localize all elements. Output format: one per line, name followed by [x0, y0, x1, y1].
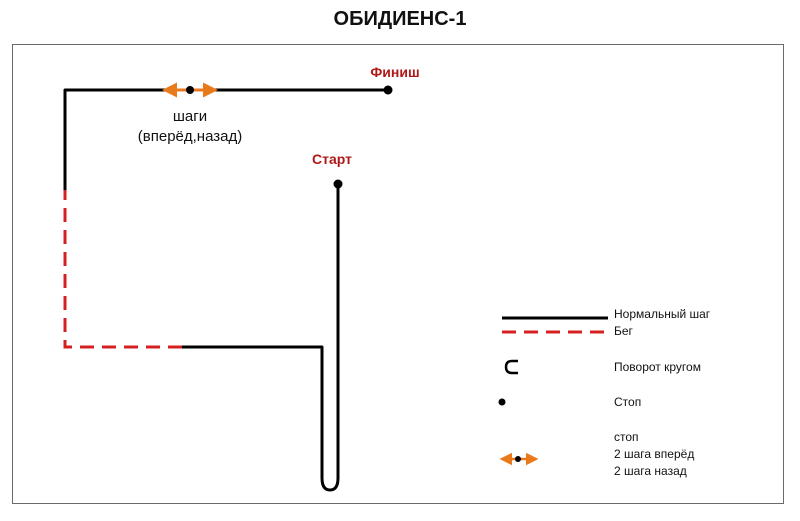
- legend-steps-line1: стоп: [614, 430, 639, 444]
- legend: Нормальный шаг Бег Поворот кругом Стоп с…: [498, 307, 711, 478]
- steps-marker: [162, 82, 218, 98]
- legend-stop-dot: [498, 398, 506, 406]
- start-point: [333, 179, 343, 189]
- course-path: [63, 88, 388, 492]
- path-walk-to-finish: [63, 88, 388, 190]
- steps-label-line1: шаги: [173, 108, 207, 125]
- diagram-frame: [12, 44, 784, 504]
- legend-normal-walk-label: Нормальный шаг: [614, 307, 711, 321]
- legend-stop-label: Стоп: [614, 395, 641, 409]
- legend-steps-line2: 2 шага вперёд: [614, 447, 694, 461]
- start-label: Старт: [312, 151, 352, 167]
- finish-label: Финиш: [370, 64, 419, 80]
- legend-about-turn-icon: [504, 359, 518, 375]
- legend-about-turn-label: Поворот кругом: [614, 360, 701, 374]
- legend-run-label: Бег: [614, 324, 634, 338]
- finish-point: [383, 85, 393, 95]
- diagram-title: ОБИДИЕНС-1: [333, 8, 467, 30]
- path-run-section: [63, 190, 182, 349]
- path-start-descent: [182, 184, 340, 492]
- legend-steps-icon: [499, 452, 539, 466]
- steps-label-line2: (вперёд,назад): [138, 128, 242, 145]
- legend-steps-line3: 2 шага назад: [614, 464, 687, 478]
